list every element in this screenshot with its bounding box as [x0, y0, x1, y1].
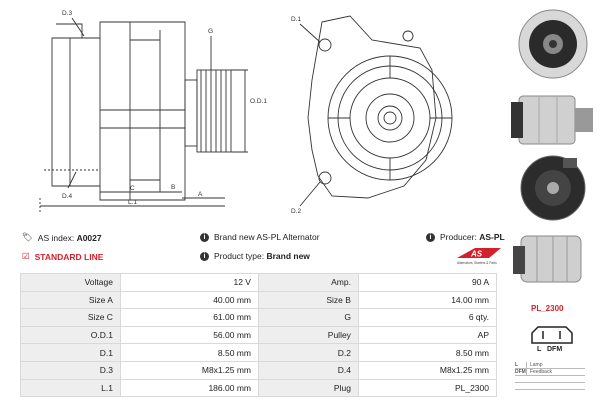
label-l1: L.1 [128, 199, 137, 206]
label-c: C [130, 185, 135, 192]
spec-label: D.4 [257, 360, 359, 380]
spec-label: Size A [20, 290, 121, 310]
svg-text:AS: AS [470, 250, 483, 259]
info-icon: i [200, 232, 209, 242]
producer: i Producer: AS-PL [426, 232, 505, 242]
spec-value: 186.00 mm [119, 378, 259, 398]
label-d3: D.3 [62, 10, 73, 17]
product-thumbnails [505, 0, 600, 290]
spec-value: 14.00 mm [357, 290, 498, 310]
as-pl-logo: AS Alternators, Starters & Parts [457, 248, 501, 265]
description: i Brand new AS-PL Alternator [200, 232, 320, 242]
spec-label: O.D.1 [20, 325, 121, 345]
spec-value: 8.50 mm [119, 343, 259, 362]
plug-code: PL_2300 [531, 304, 564, 313]
info-icon: i [426, 232, 435, 242]
product-photo-angle[interactable] [509, 230, 597, 288]
tag-icon: 🏷 [22, 232, 33, 242]
spec-label: L.1 [20, 378, 121, 398]
spec-value: AP [357, 325, 498, 345]
product-photo-side[interactable] [509, 88, 597, 150]
pin-dfm-label: DFM [547, 346, 563, 353]
spec-value: 6 qty. [357, 308, 498, 327]
spec-value: 61.00 mm [119, 308, 259, 327]
product-type: i Product type: Brand new [200, 251, 310, 261]
spec-label: Voltage [20, 273, 121, 292]
spec-value: 8.50 mm [357, 343, 498, 362]
spec-label: Plug [257, 378, 359, 398]
standard-line: ☑ STANDARD LINE [22, 251, 104, 262]
spec-value: 90 A [357, 273, 498, 292]
spec-label: Pulley [257, 325, 359, 345]
legend-row [515, 376, 585, 383]
spec-value: M8x1.25 mm [119, 360, 259, 380]
spec-label: Amp. [257, 273, 359, 292]
spec-label: D.3 [20, 360, 121, 380]
label-d1: D.1 [291, 16, 302, 23]
spec-value: 56.00 mm [119, 325, 259, 345]
spec-label: D.2 [257, 343, 359, 362]
info-icon: i [200, 251, 209, 261]
checkbox-icon: ☑ [22, 251, 30, 261]
label-b: B [171, 184, 175, 191]
spec-value: 40.00 mm [119, 290, 259, 310]
label-od1: O.D.1 [250, 98, 267, 105]
spec-label: D.1 [20, 343, 121, 362]
label-d2: D.2 [291, 208, 302, 215]
label-d4: D.4 [62, 193, 73, 200]
legend-row [515, 383, 585, 390]
spec-label: Size C [20, 308, 121, 327]
svg-text:Alternators, Starters & Parts: Alternators, Starters & Parts [457, 261, 497, 265]
spec-value: PL_2300 [357, 378, 498, 398]
spec-label: G [257, 308, 359, 327]
pin-l-label: L [537, 346, 542, 353]
spec-value: 12 V [119, 273, 259, 292]
plug-connector-icon [531, 326, 573, 344]
spec-value: M8x1.25 mm [357, 360, 498, 380]
product-photo-front[interactable] [509, 4, 597, 82]
product-photo-rear[interactable] [509, 152, 597, 222]
as-index: 🏷 AS index: A0027 [22, 232, 102, 243]
spec-label: Size B [257, 290, 359, 310]
label-a: A [198, 191, 203, 198]
technical-drawing: D.3 G O.D.1 C B A L.1 D.4 D.1 D.2 [39, 10, 453, 215]
label-g: G [208, 28, 213, 35]
